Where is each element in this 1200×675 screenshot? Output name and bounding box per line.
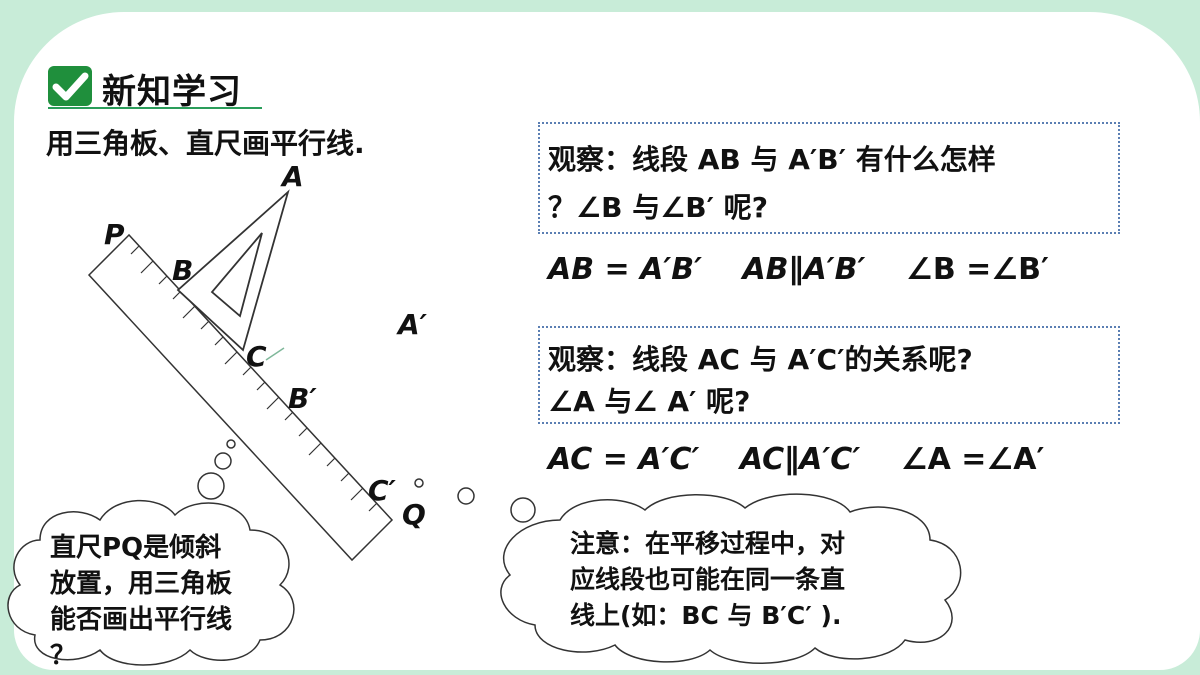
- check-icon: [48, 66, 92, 106]
- cloud-left-line1: 直尺PQ是倾斜: [50, 533, 222, 563]
- equation-row-2: AC = A′C′ AC∥A′C′ ∠A =∠A′: [548, 442, 1044, 477]
- subtitle: 用三角板、直尺画平行线.: [46, 127, 365, 160]
- label-c: C: [246, 340, 267, 373]
- eq1-angle: ∠B =∠B′: [905, 252, 1049, 287]
- observation-1-line2: ？∠B 与∠B′ 呢?: [548, 191, 769, 224]
- label-a: A: [282, 160, 304, 193]
- cloud-right-line2: 应线段也可能在同一条直: [570, 565, 846, 594]
- eq1-parallel: AB∥A′B′: [742, 252, 866, 287]
- eq2-angle: ∠A =∠A′: [900, 442, 1045, 477]
- label-p: P: [104, 218, 125, 251]
- cloud-left-line3: 能否画出平行线: [50, 605, 233, 635]
- observation-1-line1: 观察：线段 AB 与 A′B′ 有什么怎样: [548, 143, 996, 176]
- cloud-left-text: 直尺PQ是倾斜 放置，用三角板 能否画出平行线 ？: [50, 530, 232, 674]
- cloud-left-shape: [7, 499, 295, 666]
- ruler-ticks: [130, 245, 378, 512]
- observation-box-2: 观察：线段 AC 与 A′C′的关系呢? ∠A 与∠ A′ 呢?: [538, 326, 1120, 424]
- cloud-right-line3: 线上(如：BC 与 B′C′ ).: [570, 601, 842, 630]
- ruler-pq: [87, 233, 394, 562]
- equation-row-1: AB = A′B′ AB∥A′B′ ∠B =∠B′: [548, 252, 1049, 287]
- page-title: 新知学习: [102, 72, 242, 112]
- set-square: [176, 189, 290, 361]
- eq2-parallel: AC∥A′C′: [739, 442, 861, 477]
- eq2-length: AC = A′C′: [548, 442, 700, 477]
- cloud-right-text: 注意：在平移过程中，对 应线段也可能在同一条直 线上(如：BC 与 B′C′ )…: [570, 526, 845, 634]
- title-underline: [48, 107, 262, 109]
- label-a-prime: A′: [398, 308, 428, 341]
- label-c-prime: C′: [368, 474, 396, 507]
- thought-bubbles: [197, 439, 536, 523]
- observation-2-line2: ∠A 与∠ A′ 呢?: [548, 385, 751, 418]
- cloud-right-shape: [500, 493, 962, 664]
- label-b-prime: B′: [288, 382, 317, 415]
- cloud-right-line1: 注意：在平移过程中，对: [570, 529, 846, 558]
- eq1-length: AB = A′B′: [548, 252, 703, 287]
- cloud-left-line4: ？: [50, 641, 77, 671]
- label-q: Q: [402, 498, 426, 531]
- cloud-left-line2: 放置，用三角板: [50, 569, 233, 599]
- observation-2-line1: 观察：线段 AC 与 A′C′的关系呢?: [548, 343, 973, 376]
- observation-box-1: 观察：线段 AB 与 A′B′ 有什么怎样 ？∠B 与∠B′ 呢?: [538, 122, 1120, 234]
- label-b: B: [172, 254, 194, 287]
